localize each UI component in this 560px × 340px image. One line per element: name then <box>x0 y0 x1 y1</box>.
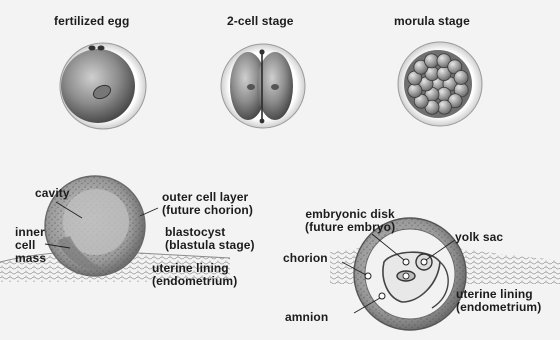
fertilized-egg-figure <box>60 43 146 129</box>
label-chorion: chorion <box>283 252 328 265</box>
label-outer-cell-layer: outer cell layer (future chorion) <box>162 191 253 217</box>
label-embryonic-disk: embryonic disk (future embryo) <box>305 208 395 234</box>
two-cell-figure <box>221 44 305 128</box>
morula-cell <box>408 83 422 97</box>
label-uterine-lining-right: uterine lining (endometrium) <box>456 288 541 314</box>
label-morula-stage: morula stage <box>394 15 470 28</box>
label-cavity: cavity <box>35 187 70 200</box>
label-fertilized-egg: fertilized egg <box>54 15 129 28</box>
morula-cell <box>454 71 468 85</box>
label-yolk-sac: yolk sac <box>455 231 503 244</box>
morula-cell <box>425 54 439 68</box>
morula-cell <box>437 100 451 114</box>
morula-figure <box>398 42 482 126</box>
label-2-cell-stage: 2-cell stage <box>227 15 294 28</box>
label-uterine-lining-left: uterine lining (endometrium) <box>152 262 237 288</box>
chorion-marker <box>365 273 371 279</box>
label-inner-cell-mass: inner cell mass <box>15 226 46 265</box>
morula-cells <box>408 54 469 115</box>
label-amnion: amnion <box>285 311 328 324</box>
label-blastocyst: blastocyst (blastula stage) <box>165 226 255 252</box>
